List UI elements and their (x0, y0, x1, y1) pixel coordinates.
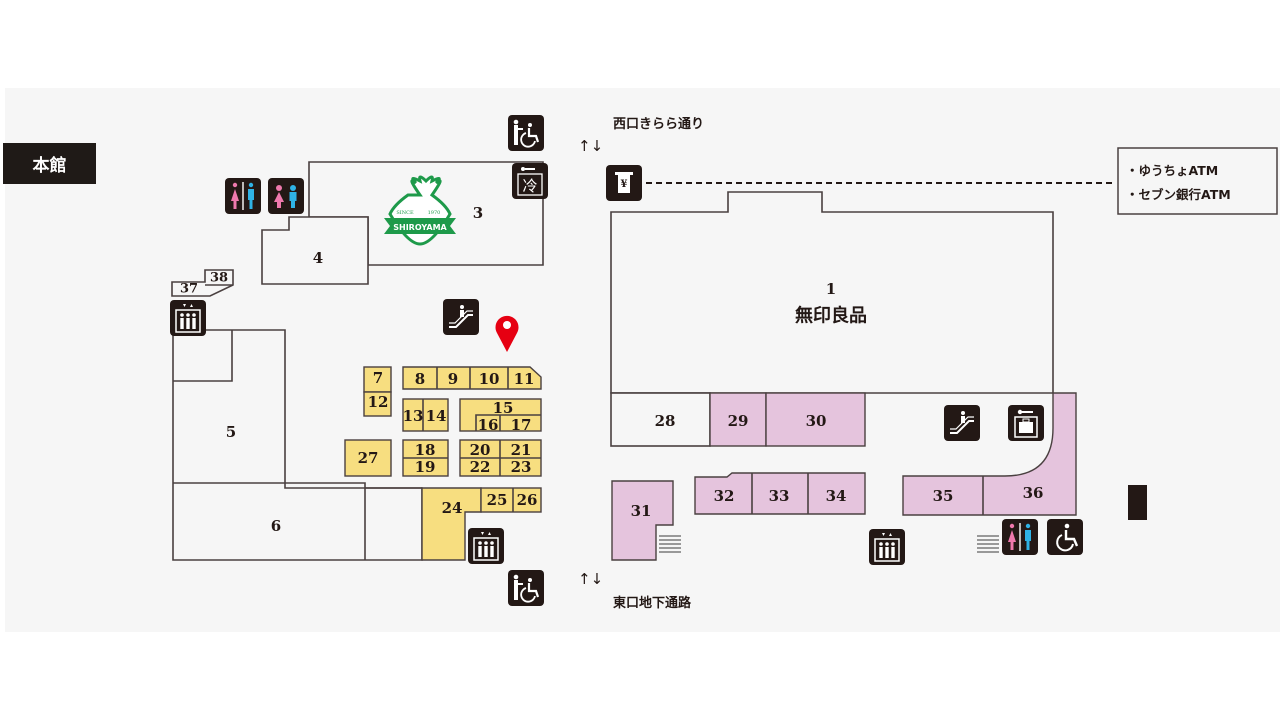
anchor-store-name: 無印良品 (795, 305, 867, 327)
wheelchair-icon[interactable] (1045, 517, 1085, 557)
store-number: 30 (806, 412, 827, 430)
store-number: 25 (487, 491, 508, 509)
store-number: 12 (368, 393, 389, 411)
atm-item: ・セブン銀行ATM (1126, 187, 1231, 202)
restroom-icon[interactable] (225, 178, 261, 214)
atm-icon[interactable]: ¥ (606, 165, 642, 201)
store-number: 36 (1023, 484, 1044, 502)
right-wing (610, 191, 1147, 561)
store-number: 27 (358, 449, 379, 467)
store-block-35-36[interactable] (902, 392, 1077, 516)
store-number: 29 (728, 412, 749, 430)
escalator-icon[interactable] (442, 298, 480, 336)
store-31[interactable] (611, 480, 674, 561)
store-number: 34 (826, 487, 847, 505)
exit-marker (1128, 485, 1147, 520)
logo-year: 1970 (428, 210, 441, 216)
store-number: 3 (473, 204, 483, 222)
store-number: 9 (448, 370, 458, 388)
store-number: 13 (403, 407, 424, 425)
logo-since: SINCE (396, 210, 414, 216)
svg-text:¥: ¥ (621, 179, 628, 190)
locker-icon[interactable] (1007, 404, 1045, 442)
shiroyama-logo: SHIROYAMA SINCE 1970 (384, 175, 456, 246)
escalator-icon[interactable] (943, 404, 981, 442)
store-number: 6 (271, 517, 281, 535)
store-block-13-14[interactable] (402, 398, 449, 432)
store-number: 26 (517, 491, 538, 509)
elevator-icon[interactable] (169, 299, 207, 337)
store-number: 24 (442, 499, 463, 517)
atm-box (1117, 147, 1278, 215)
store-30[interactable] (765, 392, 866, 447)
store-numbers: 3 4 5 6 7 8 9 10 11 12 13 14 15 16 17 18… (180, 204, 1043, 535)
store-number: 18 (415, 441, 436, 459)
wheelchair-icon[interactable] (506, 113, 546, 153)
store-number: 38 (210, 271, 228, 286)
anchor-store-number: 1 (826, 280, 836, 298)
store-number: 28 (655, 412, 676, 430)
store-number: 35 (933, 487, 954, 505)
store-number: 14 (426, 407, 447, 425)
store-number: 23 (511, 458, 532, 476)
location-pin-icon[interactable] (495, 315, 519, 352)
store-28[interactable] (610, 392, 711, 447)
south-direction-arrows: ↑↓ (578, 570, 603, 588)
store-number: 17 (511, 416, 532, 434)
store-number: 10 (479, 370, 500, 388)
store-number: 33 (769, 487, 790, 505)
store-27[interactable] (344, 439, 392, 477)
store-number: 16 (478, 416, 499, 434)
family-restroom-icon[interactable] (268, 178, 304, 214)
store-number: 5 (226, 423, 236, 441)
store-number: 4 (313, 249, 323, 267)
store-number: 37 (180, 282, 198, 297)
store-number: 8 (415, 370, 425, 388)
logo-name: SHIROYAMA (393, 223, 447, 232)
south-street-label: 東口地下通路 (613, 595, 692, 611)
restroom-icon[interactable] (1002, 519, 1038, 555)
north-street-label: 西口きらら通り (613, 116, 704, 132)
store-number: 7 (373, 369, 383, 387)
wheelchair-icon[interactable] (506, 568, 546, 608)
store-number: 31 (631, 502, 652, 520)
store-number: 11 (514, 370, 535, 388)
store-number: 21 (511, 441, 532, 459)
store-number: 15 (493, 399, 514, 417)
north-direction-arrows: ↑↓ (578, 137, 603, 155)
store-number: 22 (470, 458, 491, 476)
cold-locker-icon[interactable]: 冷 (512, 163, 548, 199)
elevator-icon[interactable] (868, 528, 906, 566)
store-29[interactable] (709, 392, 767, 447)
store-number: 32 (714, 487, 735, 505)
store-block-32-34[interactable] (694, 472, 866, 515)
building-label: 本館 (3, 143, 96, 184)
store-number: 20 (470, 441, 491, 459)
elevator-icon[interactable] (467, 527, 505, 565)
atm-item: ・ゆうちょATM (1126, 163, 1218, 178)
store-block-25-26[interactable] (480, 487, 542, 513)
store-12[interactable] (363, 391, 392, 417)
svg-text:冷: 冷 (522, 177, 537, 195)
store-number: 19 (415, 458, 436, 476)
